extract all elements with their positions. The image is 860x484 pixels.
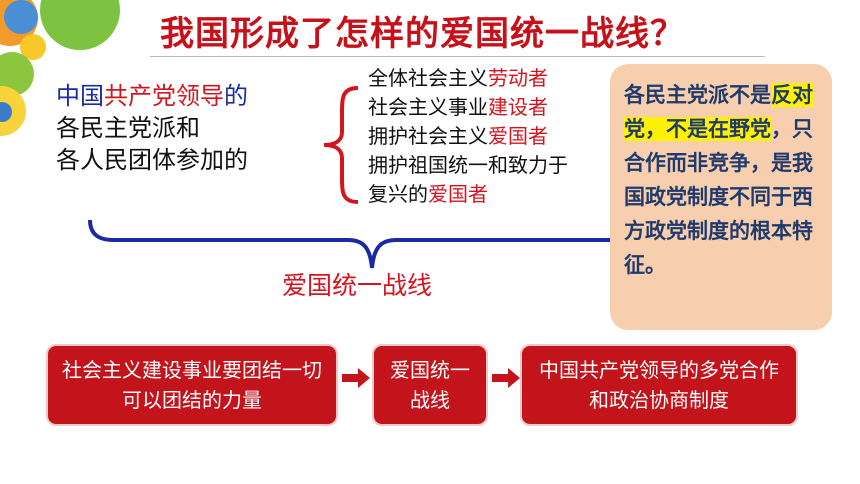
- flow-box-united-front: 爱国统一战线: [372, 344, 488, 426]
- callout-text-2: ，只合作而非竞争，是我国政党制度不同于西方政党制度的根本特征。: [624, 117, 813, 277]
- member-item-4: 拥护祖国统一和致力于: [368, 153, 568, 177]
- subject-text: 中国共产党领导的 各民主党派和 各人民团体参加的: [56, 80, 248, 176]
- member-item-3: 拥护社会主义爱国者: [368, 124, 548, 148]
- united-front-label: 爱国统一战线: [282, 271, 433, 300]
- subject-line-1: 中国共产党领导的: [56, 82, 248, 110]
- slide-title: 我国形成了怎样的爱国统一战线？: [160, 14, 685, 54]
- blue-horizontal-brace: [88, 219, 640, 269]
- callout-highlight-2: 野党: [729, 117, 771, 141]
- subject-line-3: 各人民团体参加的: [56, 146, 248, 174]
- subject-line-2: 各民主党派和: [56, 114, 200, 142]
- member-item-1: 全体社会主义劳动者: [368, 66, 548, 90]
- flow-box-build-cause: 社会主义建设事业要团结一切可以团结的力量: [46, 344, 338, 426]
- decorative-dot-blue-small: [0, 102, 12, 122]
- decorative-dot-green: [40, 0, 120, 50]
- title-divider: [150, 56, 765, 57]
- red-curly-brace: [323, 86, 359, 204]
- member-item-2: 社会主义事业建设者: [368, 95, 548, 119]
- callout-text-1: 各民主党派不是: [624, 83, 771, 107]
- members-list: 全体社会主义劳动者 社会主义事业建设者 拥护社会主义爱国者 拥护祖国统一和致力于…: [368, 64, 568, 209]
- callout-note: 各民主党派不是反对党，不是在野党，只合作而非竞争，是我国政党制度不同于西方政党制…: [610, 64, 832, 330]
- decorative-dot-blue: [4, 0, 38, 34]
- flow-box-party-system: 中国共产党领导的多党合作和政治协商制度: [520, 344, 798, 426]
- member-item-5: 复兴的爱国者: [368, 182, 488, 206]
